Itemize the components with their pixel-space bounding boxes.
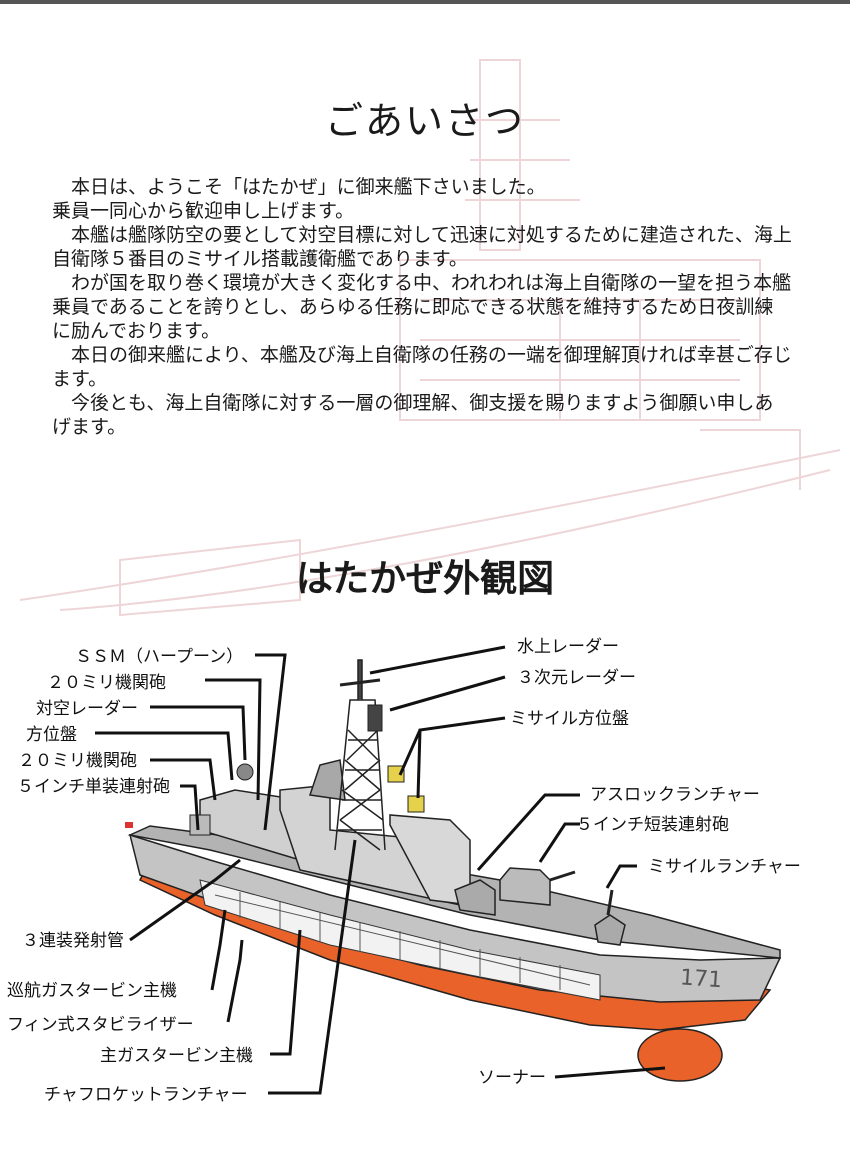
label-chaff-launcher: チャフロケットランチャー (44, 1085, 248, 1105)
hull-number: 171 (679, 965, 723, 993)
greeting-title: ごあいさつ (324, 99, 525, 143)
label-20mm-gun-a: ２０ミリ機関砲 (47, 673, 166, 693)
label-missile-launcher: ミサイルランチャー (648, 857, 801, 877)
greeting-paragraph: わが国を取り巻く環境が大きく変化する中、われわれは海上自衛隊の一望を担う本艦乗員… (52, 272, 792, 342)
label-20mm-gun-b: ２０ミリ機関砲 (18, 751, 137, 771)
greeting-paragraph: 今後とも、海上自衛隊に対する一層の御理解、御支援を賜りますよう御願い申しあげます… (52, 392, 774, 438)
label-5inch-single-gun: ５インチ単装連射砲 (17, 777, 170, 797)
label-stabilizer: フィン式スタビライザー (7, 1015, 194, 1035)
asroc-launcher (454, 879, 496, 916)
top-border (0, 0, 850, 4)
missile-launcher (594, 914, 626, 946)
label-asroc: アスロックランチャー (590, 785, 760, 805)
label-5inch-short-gun: ５インチ短装連射砲 (576, 815, 729, 835)
missile-director-fore (387, 765, 405, 783)
label-cruise-turbine: 巡航ガスタービン主機 (7, 981, 177, 1001)
label-missile-director: ミサイル方位盤 (510, 709, 629, 729)
diagram-title: はたかぜ外観図 (295, 557, 555, 600)
aft-radar-dish (236, 763, 254, 781)
aft-gun-mount (189, 814, 211, 836)
label-director: 方位盤 (26, 725, 77, 745)
funnel (309, 759, 346, 801)
greeting-paragraph: 本日の御来艦により、本艦及び海上自衛隊の任務の一端を御理解頂ければ幸甚ご存じます… (52, 344, 792, 390)
label-surface-radar: 水上レーダー (517, 637, 619, 657)
missile-director-aft (407, 795, 425, 813)
greeting-paragraph: 本日は、ようこそ「はたかぜ」に御来艦下さいました。 (71, 176, 546, 198)
gun-barrel-fore (549, 870, 576, 882)
label-main-turbine: 主ガスタービン主機 (100, 1046, 253, 1066)
radar-3d-panel (367, 704, 383, 732)
label-torpedo-tubes: ３連装発射管 (22, 931, 124, 951)
greeting-body: 本日は、ようこそ「はたかぜ」に御来艦下さいました。乗員一同心から歓迎申し上げます… (52, 175, 792, 439)
lattice-mast (334, 659, 386, 851)
sonar-dome (637, 1028, 723, 1082)
greeting-paragraph: 本艦は艦隊防空の要として対空目標に対して迅速に対処するために建造された、海上自衛… (52, 224, 792, 270)
label-3d-radar: ３次元レーダー (517, 668, 636, 688)
missile-rail (606, 889, 614, 916)
stern-flag (125, 822, 133, 828)
label-air-radar: 対空レーダー (36, 699, 138, 719)
greeting-paragraph: 乗員一同心から歓迎申し上げます。 (52, 200, 355, 222)
label-sonar: ソーナー (478, 1068, 546, 1088)
bridge-block (389, 814, 471, 906)
label-ssm: ＳＳＭ（ハープーン） (75, 647, 243, 667)
gun-turret-fore (499, 867, 551, 906)
callout-lines (95, 645, 666, 1095)
cutaway-compartments (214, 892, 591, 990)
